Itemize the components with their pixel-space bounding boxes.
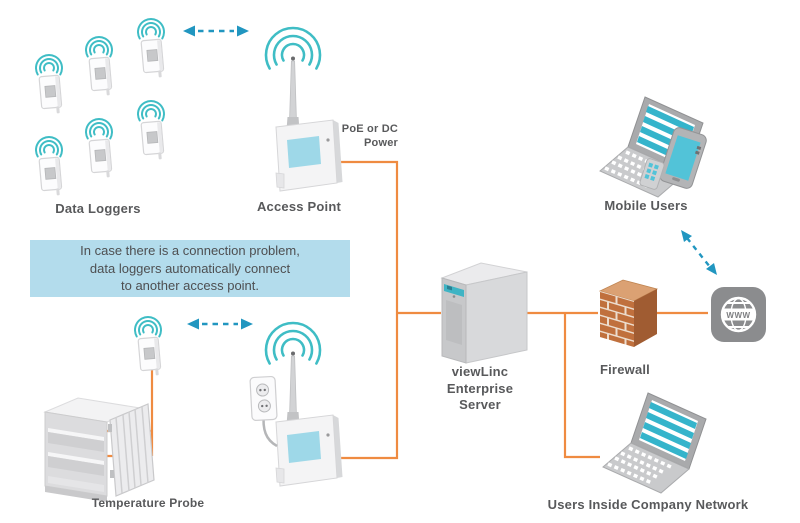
poe-power-label: PoE or DC Power bbox=[326, 122, 398, 150]
data-logger-icon bbox=[134, 316, 163, 378]
poe-power-line1: PoE or DC bbox=[341, 123, 398, 135]
data-logger-icon bbox=[35, 136, 64, 198]
server-label: viewLinc Enterprise Server bbox=[415, 364, 545, 414]
data-logger-icon bbox=[85, 36, 114, 98]
note-line3: to another access point. bbox=[120, 278, 260, 294]
firewall-label: Firewall bbox=[599, 362, 650, 377]
refrigerator-icon bbox=[43, 397, 155, 502]
access-point-icon bbox=[264, 321, 344, 488]
users-inside-label: Users Inside Company Network bbox=[547, 497, 749, 512]
access-point-label: Access Point bbox=[256, 199, 342, 214]
brick-wall-icon bbox=[598, 279, 659, 347]
poe-power-line2: Power bbox=[363, 137, 398, 149]
server-label-line1: viewLinc bbox=[451, 364, 509, 379]
data-logger-icon bbox=[85, 118, 114, 180]
temperature-probe-label: Temperature Probe bbox=[91, 496, 205, 510]
link-access-points-trunk bbox=[341, 160, 399, 460]
laptop-icon bbox=[601, 391, 708, 495]
note-line2: data loggers automatically connect bbox=[89, 260, 291, 276]
data-logger-icon bbox=[35, 54, 64, 116]
server-label-line2: Enterprise bbox=[446, 380, 514, 396]
power-outlet-icon bbox=[249, 375, 278, 448]
wireless-link-arrow bbox=[181, 24, 251, 38]
server-tower-icon bbox=[440, 262, 528, 364]
link-server-to-inside-users bbox=[563, 313, 600, 459]
access-point-icon bbox=[264, 26, 344, 193]
wireless-link-arrow bbox=[185, 317, 255, 331]
note-line1: In case there is a connection problem, bbox=[80, 243, 300, 259]
data-logger-icon bbox=[137, 100, 166, 162]
server-label-line3: Server bbox=[459, 397, 501, 412]
mobile-users-label: Mobile Users bbox=[604, 198, 688, 213]
laptop-tablet-phone-icon bbox=[598, 95, 707, 199]
data-logger-icon bbox=[137, 18, 166, 80]
phone-icon bbox=[639, 158, 665, 190]
www-label: WWW bbox=[726, 311, 750, 320]
data-loggers-label: Data Loggers bbox=[55, 201, 141, 216]
tablet-icon bbox=[659, 127, 707, 189]
wired-network-links bbox=[88, 160, 708, 460]
data-loggers-group bbox=[35, 18, 166, 198]
wireless-link-arrow bbox=[681, 230, 717, 275]
connection-note-box: In case there is a connection problem, d… bbox=[30, 240, 350, 297]
www-globe-icon: WWW bbox=[711, 287, 766, 342]
